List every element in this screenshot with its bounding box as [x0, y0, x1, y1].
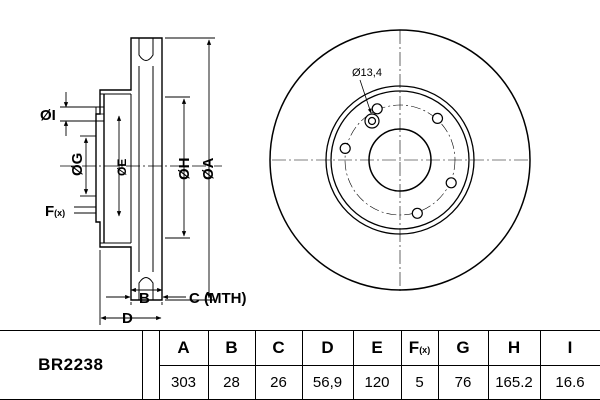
value-g: 76	[437, 364, 489, 400]
header-d: D	[301, 330, 354, 366]
spec-header-row: BR2238 A B C D E F(x) G H I	[0, 330, 600, 400]
label-dia-a: ØA	[200, 157, 217, 180]
label-dia-i: ØI	[40, 107, 56, 124]
value-f: 5	[400, 364, 439, 400]
label-dia-e: ØE	[115, 159, 129, 176]
stud-hole	[431, 112, 444, 125]
stud-holes	[339, 103, 457, 219]
stud-hole	[411, 207, 423, 219]
header-f: F(x)	[400, 330, 439, 366]
vent-channel	[138, 38, 154, 61]
header-g: G	[437, 330, 489, 366]
label-f-sub: (x)	[54, 208, 65, 218]
value-h: 165.2	[487, 364, 541, 400]
stud-hole	[339, 142, 351, 154]
side-dimensions	[60, 37, 215, 325]
header-c: C	[254, 330, 303, 366]
header-h: H	[487, 330, 541, 366]
part-code: BR2238	[0, 330, 143, 400]
front-center-lines	[272, 30, 528, 292]
vent-channel	[138, 277, 154, 300]
header-b: B	[207, 330, 256, 366]
label-d: D	[122, 310, 133, 327]
value-b: 28	[207, 364, 256, 400]
header-f-main: F	[408, 337, 420, 357]
value-d: 56,9	[301, 364, 354, 400]
technical-drawing: ØI ØG ØE ØH ØA F(x) B C (MTH) D Ø13,4	[40, 29, 531, 327]
label-f-main: F	[45, 203, 54, 220]
header-e: E	[352, 330, 402, 366]
value-c: 26	[254, 364, 303, 400]
spec-value-row: 303 28 26 56,9 120 5 76 165.2 16.6	[0, 364, 600, 400]
value-i: 16.6	[539, 364, 600, 400]
disc-side-outline	[95, 37, 163, 301]
label-hole-dia: Ø13,4	[352, 67, 382, 79]
spec-table: BR2238 A B C D E F(x) G H I 303 28 26 56…	[0, 330, 600, 400]
label-dia-g: ØG	[69, 153, 86, 176]
spacer-cell	[142, 330, 159, 400]
header-i: I	[539, 330, 600, 366]
label-dia-h: ØH	[176, 158, 193, 181]
stud-hole	[445, 177, 457, 189]
header-a: A	[158, 330, 209, 366]
header-f-sub: (x)	[419, 344, 431, 355]
hole-leader	[359, 79, 372, 114]
label-b: B	[139, 290, 150, 307]
side-view	[95, 37, 163, 301]
label-c-mth: C (MTH)	[189, 290, 246, 307]
value-a: 303	[158, 364, 209, 400]
value-e: 120	[352, 364, 402, 400]
stud-hole	[371, 103, 383, 115]
stud-hole-inner	[367, 116, 377, 126]
label-f: F(x)	[45, 203, 65, 220]
